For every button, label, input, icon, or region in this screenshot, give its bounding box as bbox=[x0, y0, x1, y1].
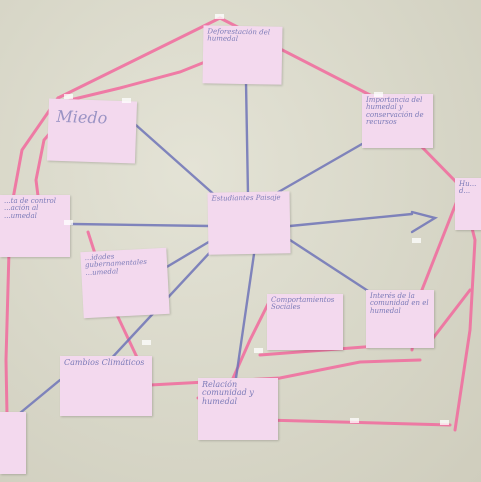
card-interes-text: Interés de la comunidad en el humedal bbox=[370, 292, 429, 315]
pink-string-top-left bbox=[56, 16, 222, 100]
card-falta-control-text: ...ta de control ...ación al ...umedal bbox=[4, 197, 56, 220]
card-relacion-text: Relación comunidad y humedal bbox=[202, 380, 254, 406]
card-right-edge: Hu... d... bbox=[455, 178, 481, 230]
card-cambios: Cambios Climáticos bbox=[60, 356, 152, 416]
card-estudiantes-text: Estudiantes Paisaje bbox=[211, 193, 281, 203]
tape-5 bbox=[64, 220, 73, 225]
card-gubernamental: ...idades gubernamentales ...umedal bbox=[80, 247, 170, 319]
pink-string-top-curve bbox=[68, 58, 212, 102]
card-importancia: Importancia del humedal y conservación d… bbox=[362, 94, 433, 148]
card-relacion: Relación comunidad y humedal bbox=[198, 378, 278, 440]
card-falta-control: ...ta de control ...ación al ...umedal bbox=[0, 195, 70, 257]
card-miedo-text: Miedo bbox=[56, 106, 108, 128]
card-cambios-text: Cambios Climáticos bbox=[64, 358, 145, 367]
card-interes: Interés de la comunidad en el humedal bbox=[366, 290, 434, 348]
tape-7 bbox=[142, 340, 151, 345]
card-miedo: Miedo bbox=[46, 98, 138, 164]
tape-1 bbox=[215, 14, 224, 19]
tape-10 bbox=[254, 348, 263, 353]
blue-arrow-right bbox=[410, 210, 439, 234]
card-deforestation-text: Deforestación del humedal bbox=[207, 27, 271, 44]
tape-4 bbox=[374, 92, 383, 97]
card-deforestation: Deforestación del humedal bbox=[202, 25, 283, 85]
card-comportamientos: Comportamientos Sociales bbox=[267, 294, 343, 350]
blue-string-left bbox=[70, 222, 212, 228]
tape-6 bbox=[412, 238, 421, 243]
pink-string-bottom bbox=[148, 358, 422, 387]
card-bottom-left-partial bbox=[0, 412, 26, 474]
blue-string-up-right bbox=[266, 142, 364, 200]
blue-string-down bbox=[234, 252, 256, 380]
card-comportamientos-text: Comportamientos Sociales bbox=[271, 296, 335, 312]
card-importancia-text: Importancia del humedal y conservación d… bbox=[366, 96, 424, 127]
tape-3 bbox=[122, 98, 131, 103]
card-estudiantes: Estudiantes Paisaje bbox=[207, 191, 291, 255]
blue-string-bottom-left bbox=[12, 378, 62, 420]
tape-2 bbox=[64, 94, 73, 99]
blue-string-right bbox=[288, 212, 414, 228]
tape-8 bbox=[350, 418, 359, 423]
card-right-edge-text: Hu... d... bbox=[459, 180, 477, 196]
blue-string-up-left bbox=[126, 116, 220, 200]
blue-string-up bbox=[244, 80, 250, 197]
card-gubernamental-text: ...idades gubernamentales ...umedal bbox=[84, 252, 148, 277]
tape-9 bbox=[440, 420, 449, 425]
